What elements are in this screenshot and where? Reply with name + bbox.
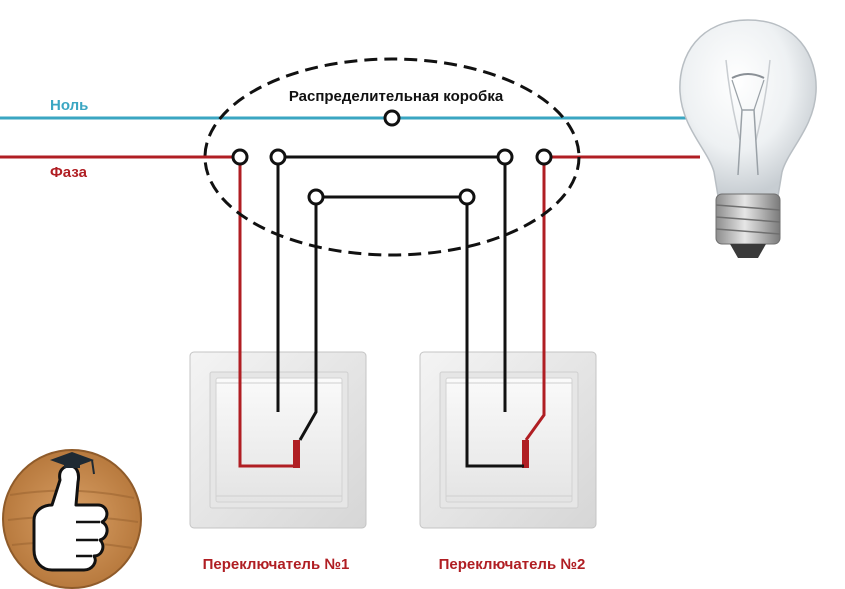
neutral-label: Ноль (50, 97, 88, 114)
terminal-traveller-1 (307, 188, 325, 206)
terminal-link-b (496, 148, 514, 166)
light-bulb-icon (679, 19, 817, 258)
phase-wire (0, 155, 700, 468)
traveller-wires (276, 155, 524, 468)
switch-1-contact (293, 440, 300, 468)
switch-2-contact (522, 440, 529, 468)
terminals (231, 109, 553, 206)
thumbs-up-graduate-icon (2, 449, 142, 589)
switch-1-plate (189, 351, 367, 529)
phase-label: Фаза (50, 164, 88, 181)
terminal-traveller-2 (458, 188, 476, 206)
terminal-link-a (269, 148, 287, 166)
terminal-phase-in (231, 148, 249, 166)
junction-box-outline (203, 57, 581, 257)
junction-box-label: Распределительная коробка (289, 88, 504, 105)
terminal-lamp (535, 148, 553, 166)
switch-1-label: Переключатель №1 (203, 556, 350, 573)
terminal-neutral (383, 109, 401, 127)
switch-2-label: Переключатель №2 (439, 556, 586, 573)
switch-2-plate (419, 351, 597, 529)
